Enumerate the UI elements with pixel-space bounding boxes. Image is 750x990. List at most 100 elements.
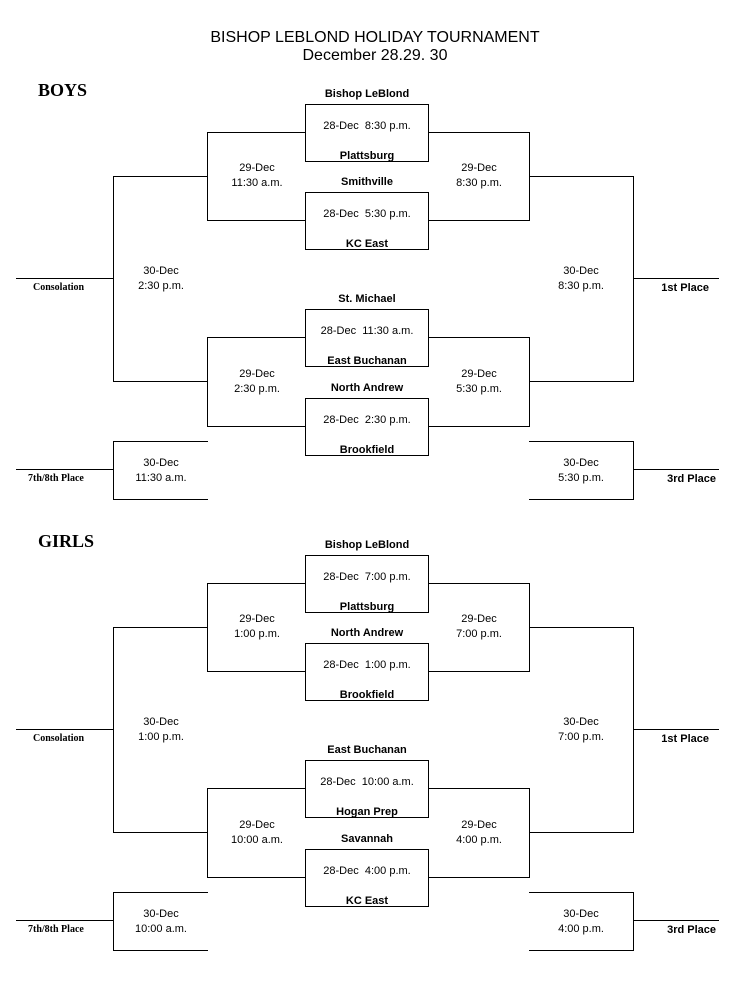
girls-consolation-label: Consolation: [33, 733, 85, 744]
girls-semi-bottom-left-date: 29-Dec: [239, 819, 275, 831]
boys-connector: [429, 132, 530, 133]
girls-team-bottom: Hogan Prep: [336, 806, 398, 818]
girls-final-third-place-date: 30-Dec: [563, 908, 599, 920]
boys-team-top: Bishop LeBlond: [324, 88, 410, 100]
girls-final-first-place-date: 30-Dec: [563, 716, 599, 728]
boys-semi-bottom-right-date: 29-Dec: [461, 368, 497, 380]
girls-final-consolation-date: 30-Dec: [143, 716, 179, 728]
boys-heading: BOYS: [38, 80, 88, 100]
boys-first-place-label: 1st Place: [661, 282, 709, 294]
boys-final-first-place-time: 8:30 p.m.: [558, 280, 604, 292]
boys-final-third-place-date: 30-Dec: [563, 457, 599, 469]
boys-first-round-schedule-time: 2:30 p.m.: [364, 414, 411, 426]
girls-team-top: East Buchanan: [327, 744, 407, 756]
boys-final-third-place-time: 5:30 p.m.: [558, 472, 604, 484]
girls-first-round-schedule-date: 28-Dec: [320, 776, 356, 788]
boys-team-bottom: East Buchanan: [327, 355, 407, 367]
boys-connector: [529, 441, 634, 442]
boys-first-round-schedule-date: 28-Dec: [323, 208, 359, 220]
girls-first-round-schedule: 28-Dec 1:00 p.m.: [323, 659, 410, 672]
boys-team-top: St. Michael: [338, 293, 396, 305]
boys-connector: [16, 469, 114, 470]
girls-team-top: Savannah: [341, 833, 393, 845]
girls-connector: [429, 877, 530, 878]
boys-consolation-label: Consolation: [33, 282, 85, 293]
boys-semi-bottom-left-date: 29-Dec: [239, 368, 275, 380]
boys-first-round-schedule-date: 28-Dec: [323, 120, 359, 132]
boys-connector: [207, 426, 306, 427]
girls-connector: [207, 583, 306, 584]
girls-connector: [207, 671, 306, 672]
boys-connector: [207, 337, 306, 338]
girls-final-seventh-eighth-time: 10:00 a.m.: [135, 923, 187, 935]
girls-connector: [429, 671, 530, 672]
boys-seventh-eighth-label: 7th/8th Place: [28, 473, 84, 484]
boys-third-place-label: 3rd Place: [667, 473, 716, 485]
girls-first-round-schedule: 28-Dec 7:00 p.m.: [323, 571, 410, 584]
girls-connector: [633, 892, 634, 951]
boys-connector: [529, 176, 634, 177]
girls-seventh-eighth-label: 7th/8th Place: [28, 924, 84, 935]
boys-connector: [633, 469, 719, 470]
girls-first-round-schedule-time: 4:00 p.m.: [364, 865, 411, 877]
boys-game-box: [305, 104, 429, 162]
boys-connector: [633, 176, 634, 382]
girls-connector: [529, 627, 634, 628]
boys-connector: [429, 220, 530, 221]
boys-connector: [207, 220, 306, 221]
girls-final-first-place-time: 7:00 p.m.: [558, 731, 604, 743]
boys-connector: [207, 132, 306, 133]
boys-semi-top-left-time: 11:30 a.m.: [231, 177, 283, 189]
boys-connector: [529, 381, 634, 382]
boys-connector: [16, 278, 114, 279]
girls-first-round-schedule-date: 28-Dec: [323, 571, 359, 583]
girls-connector: [113, 892, 114, 951]
boys-game-box: [305, 309, 429, 367]
boys-semi-top-right-date: 29-Dec: [461, 162, 497, 174]
boys-final-seventh-eighth-time: 11:30 a.m.: [135, 472, 187, 484]
girls-game-box: [305, 849, 429, 907]
girls-connector: [529, 950, 634, 951]
girls-first-round-schedule-date: 28-Dec: [323, 659, 359, 671]
girls-connector: [529, 832, 634, 833]
girls-connector: [529, 892, 634, 893]
boys-connector: [429, 337, 530, 338]
boys-connector: [633, 441, 634, 500]
girls-semi-top-left-time: 1:00 p.m.: [234, 628, 280, 640]
boys-connector: [113, 499, 208, 500]
girls-connector: [207, 788, 306, 789]
boys-first-round-schedule-time: 5:30 p.m.: [364, 208, 411, 220]
boys-connector: [113, 441, 208, 442]
girls-first-round-schedule-date: 28-Dec: [323, 865, 359, 877]
girls-first-round-schedule: 28-Dec 10:00 a.m.: [320, 776, 414, 789]
boys-final-first-place-date: 30-Dec: [563, 265, 599, 277]
boys-first-round-schedule-date: 28-Dec: [323, 414, 359, 426]
girls-team-bottom: Brookfield: [339, 689, 395, 701]
girls-semi-bottom-right-date: 29-Dec: [461, 819, 497, 831]
boys-team-bottom: KC East: [345, 238, 389, 250]
boys-semi-bottom-left-time: 2:30 p.m.: [234, 383, 280, 395]
boys-game-box: [305, 192, 429, 250]
boys-connector: [113, 441, 114, 500]
girls-semi-top-right-date: 29-Dec: [461, 613, 497, 625]
girls-first-place-label: 1st Place: [661, 733, 709, 745]
girls-connector: [207, 788, 208, 878]
girls-connector: [113, 950, 208, 951]
boys-connector: [529, 337, 530, 427]
girls-connector: [16, 920, 114, 921]
girls-final-third-place-time: 4:00 p.m.: [558, 923, 604, 935]
boys-semi-top-right-time: 8:30 p.m.: [456, 177, 502, 189]
boys-connector: [429, 426, 530, 427]
boys-game-box: [305, 398, 429, 456]
girls-game-box: [305, 643, 429, 701]
girls-final-consolation-time: 1:00 p.m.: [138, 731, 184, 743]
girls-connector: [207, 877, 306, 878]
girls-connector: [429, 583, 530, 584]
girls-game-box: [305, 760, 429, 818]
girls-semi-bottom-left-time: 10:00 a.m.: [231, 834, 283, 846]
boys-connector: [207, 337, 208, 427]
girls-game-box: [305, 555, 429, 613]
boys-semi-top-left-date: 29-Dec: [239, 162, 275, 174]
girls-team-top: North Andrew: [330, 627, 404, 639]
